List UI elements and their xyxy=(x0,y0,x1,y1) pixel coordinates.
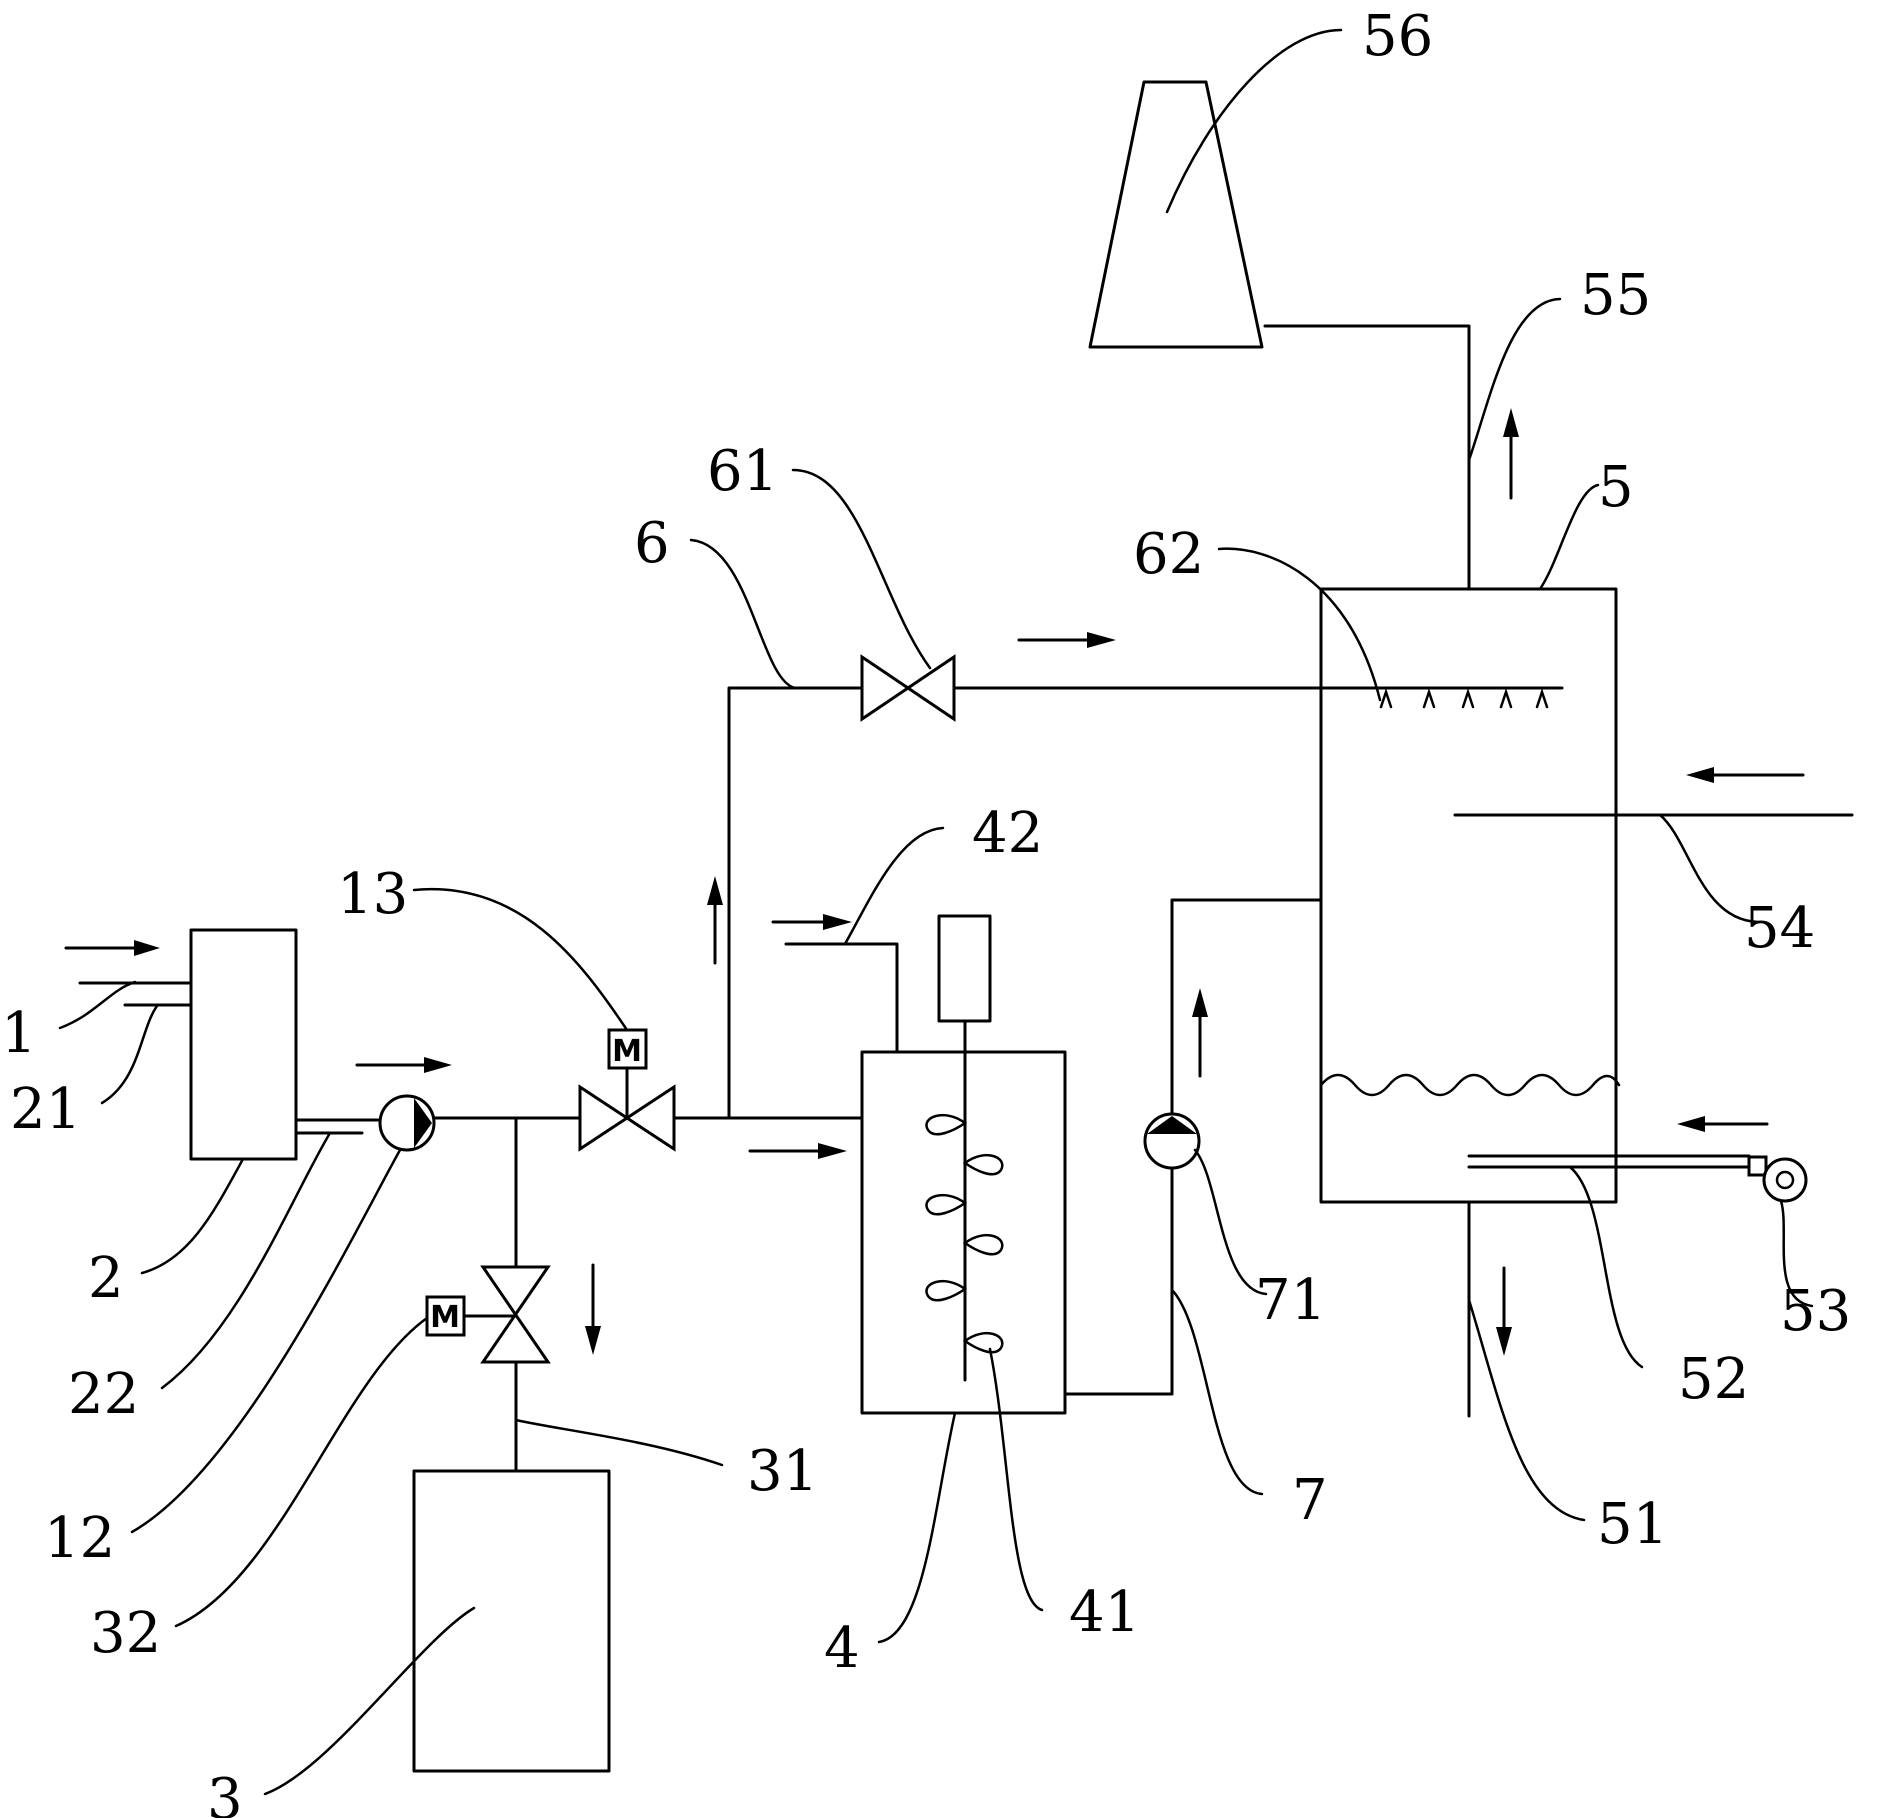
tank-3 xyxy=(412,1469,611,1773)
label-31: 31 xyxy=(747,1439,818,1504)
label-1: 1 xyxy=(1,1001,37,1066)
label-41: 41 xyxy=(1069,1580,1140,1645)
label-61: 61 xyxy=(707,439,778,504)
label-52: 52 xyxy=(1678,1347,1749,1412)
label-21: 21 xyxy=(10,1077,81,1142)
label-22: 22 xyxy=(68,1362,139,1427)
blower-53-icon xyxy=(1762,1157,1808,1203)
inlet-pipe-42 xyxy=(784,942,899,1054)
motor-32-label: M xyxy=(430,1300,460,1335)
agitator-motor xyxy=(937,914,992,1023)
agitator-blades-41 xyxy=(925,1114,1004,1354)
motor-32-icon xyxy=(425,1295,466,1337)
label-55: 55 xyxy=(1580,263,1651,328)
label-42: 42 xyxy=(972,801,1043,866)
return-pipe-7b xyxy=(1170,898,1323,1115)
motor-13-label: M xyxy=(612,1034,642,1069)
label-3: 3 xyxy=(207,1767,243,1818)
inlet-box-2 xyxy=(189,928,298,1161)
flow-arrows xyxy=(64,408,1805,1356)
leader-lines xyxy=(58,28,1814,1796)
return-pipe-7 xyxy=(1063,1166,1174,1396)
label-2: 2 xyxy=(88,1246,124,1311)
blower-53-hub xyxy=(1775,1170,1795,1190)
label-13: 13 xyxy=(337,862,408,927)
label-6: 6 xyxy=(634,511,670,576)
spray-nozzles-62 xyxy=(1379,688,1549,709)
label-12: 12 xyxy=(44,1506,115,1571)
label-51: 51 xyxy=(1597,1492,1668,1557)
label-7: 7 xyxy=(1292,1468,1328,1533)
chimney-56 xyxy=(1088,80,1264,349)
branch-pipe-6 xyxy=(727,686,864,1120)
label-62: 62 xyxy=(1133,522,1204,587)
label-5: 5 xyxy=(1598,455,1634,520)
label-71: 71 xyxy=(1255,1268,1326,1333)
pump-71-arrow xyxy=(1147,1116,1197,1134)
blower-connector xyxy=(1747,1155,1768,1177)
label-54: 54 xyxy=(1744,896,1815,961)
label-56: 56 xyxy=(1362,4,1433,69)
label-32: 32 xyxy=(90,1601,161,1666)
label-4: 4 xyxy=(824,1616,860,1681)
pump-12-arrow xyxy=(414,1098,432,1148)
liquid-surface xyxy=(1319,1073,1621,1097)
label-53: 53 xyxy=(1780,1279,1851,1344)
exhaust-pipe-55 xyxy=(1263,324,1471,591)
tower-5 xyxy=(1319,587,1618,1204)
valve-61-icon xyxy=(860,654,956,722)
